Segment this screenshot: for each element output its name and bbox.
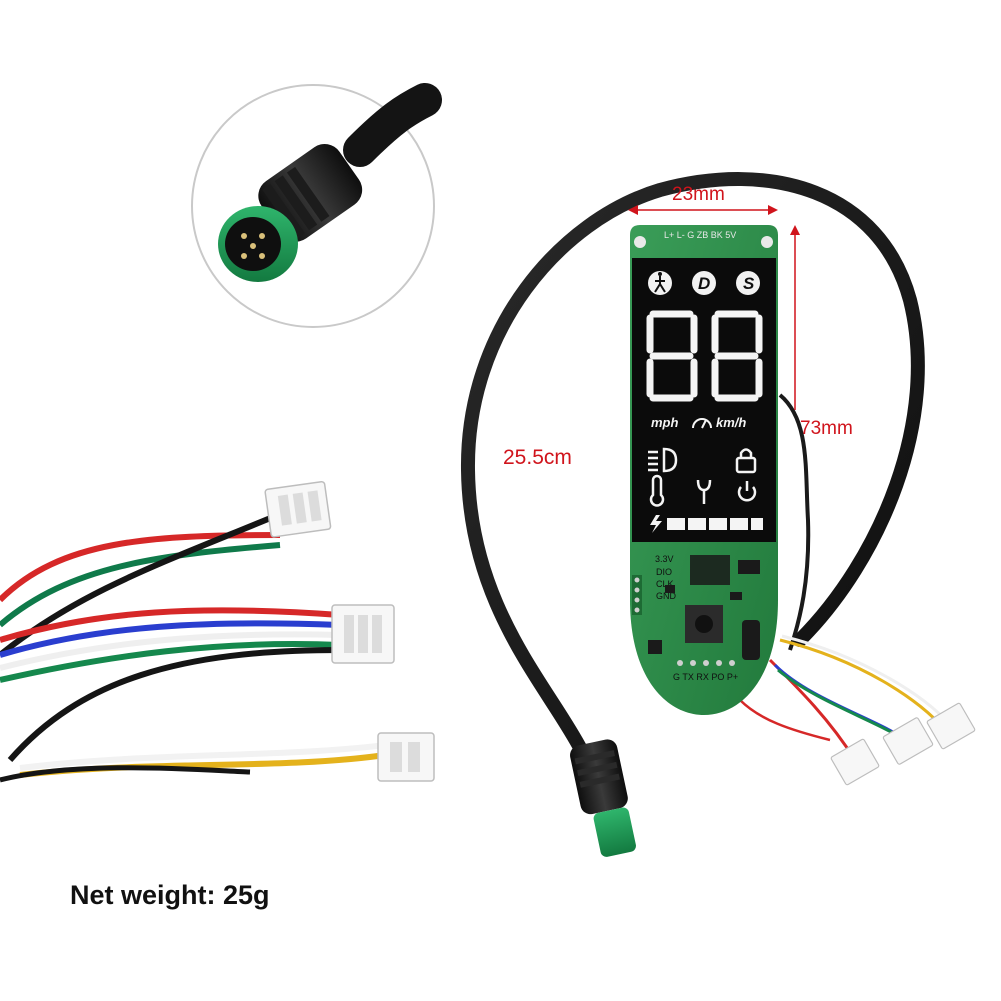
mode-d-icon	[692, 271, 716, 295]
cable-plug	[570, 739, 636, 857]
unit-mph: mph	[651, 415, 679, 430]
pcb-components: 3.3V DIO CLK GND G TX RX PO P+	[632, 554, 760, 682]
speed-readout	[646, 310, 763, 402]
jst-connector-middle	[331, 604, 395, 664]
height-dimension-label: 73mm	[800, 418, 853, 439]
wrench-icon	[696, 479, 712, 504]
main-cable	[460, 172, 925, 802]
temperature-icon	[649, 474, 665, 507]
width-dimension-arrow	[628, 205, 778, 215]
net-weight-caption: Net weight: 25g	[70, 880, 270, 910]
unit-kmh: km/h	[716, 415, 746, 430]
headlight-icon	[648, 447, 678, 473]
lock-icon	[735, 448, 757, 474]
side-pin-clk: CLK	[656, 579, 674, 589]
width-dimension-label: 23mm	[672, 184, 725, 205]
jst-connector-top	[264, 480, 332, 538]
speedometer-icon	[692, 418, 712, 429]
wire-harness	[0, 509, 386, 783]
side-pin-gnd: GND	[656, 591, 677, 601]
top-pin-labels: L+ L- G ZB BK 5V	[664, 230, 736, 240]
battery-icon	[650, 515, 763, 533]
cable-length-label: 25.5cm	[503, 446, 572, 469]
bottom-pin-labels: G TX RX PO P+	[673, 672, 738, 682]
side-pin-3v3: 3.3V	[655, 554, 674, 564]
display-board: L+ L- G ZB BK 5V D S mp	[630, 225, 778, 715]
connector-closeup-inset	[191, 83, 442, 328]
mode-s-label: S	[743, 274, 755, 293]
power-icon	[737, 481, 757, 502]
mode-d-label: D	[698, 274, 710, 293]
mode-s-icon	[736, 271, 760, 295]
side-pin-dio: DIO	[656, 567, 672, 577]
pcb-harness	[739, 634, 976, 786]
height-dimension-arrow	[790, 225, 800, 410]
jst-connector-bottom	[377, 732, 435, 782]
